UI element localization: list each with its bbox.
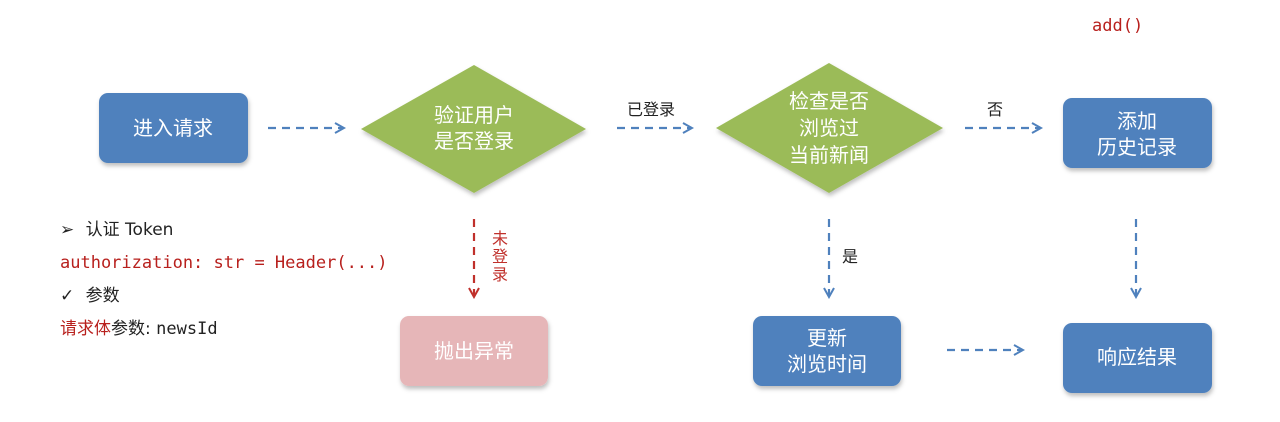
add-function-label: add()	[1092, 16, 1144, 36]
note-params-title-row: ✓ 参数	[60, 280, 388, 313]
node-throw-exception-label: 抛出异常	[434, 339, 514, 363]
note-body-row: 请求体参数: newsId	[60, 313, 388, 346]
arrow-bullet-icon: ➢	[60, 220, 75, 240]
node-add-history-line2: 历史记录	[1097, 135, 1177, 159]
node-add-history: 添加 历史记录	[1063, 98, 1212, 168]
note-auth-title-row: ➢ 认证 Token	[60, 214, 388, 247]
node-check-viewed-line2: 浏览过	[799, 116, 859, 140]
edge-label-yes: 是	[842, 247, 858, 266]
node-verify-user-line1: 验证用户	[434, 103, 514, 127]
edge-label-not-logged-1: 未	[492, 229, 508, 248]
note-body-prefix: 请求体	[60, 319, 111, 339]
node-update-time-line1: 更新	[807, 326, 847, 350]
notes-panel: ➢ 认证 Token authorization: str = Header(.…	[60, 214, 388, 346]
node-verify-user: 验证用户 是否登录	[361, 65, 586, 193]
node-enter-request-label: 进入请求	[133, 116, 213, 140]
node-update-time: 更新 浏览时间	[753, 316, 901, 386]
node-enter-request: 进入请求	[99, 93, 248, 163]
note-params-title: 参数	[85, 286, 120, 306]
edge-label-not-logged-3: 录	[492, 265, 508, 284]
node-verify-user-line2: 是否登录	[434, 129, 514, 153]
note-auth-title: 认证 Token	[85, 220, 174, 240]
note-body-field: newsId	[156, 319, 218, 339]
note-body-mid: 参数:	[111, 319, 157, 339]
edge-label-not-logged-2: 登	[492, 247, 508, 266]
node-throw-exception: 抛出异常	[400, 316, 548, 386]
node-response-label: 响应结果	[1097, 345, 1177, 369]
edge-label-logged-in: 已登录	[627, 100, 675, 119]
node-check-viewed: 检查是否 浏览过 当前新闻	[716, 63, 943, 193]
node-check-viewed-line1: 检查是否	[789, 89, 869, 113]
node-update-time-line2: 浏览时间	[787, 352, 867, 376]
note-auth-code: authorization: str = Header(...)	[60, 253, 388, 273]
check-bullet-icon: ✓	[60, 286, 75, 306]
node-response: 响应结果	[1063, 323, 1212, 393]
edge-label-no: 否	[987, 100, 1003, 119]
node-check-viewed-line3: 当前新闻	[789, 143, 869, 167]
node-add-history-line1: 添加	[1117, 109, 1157, 133]
